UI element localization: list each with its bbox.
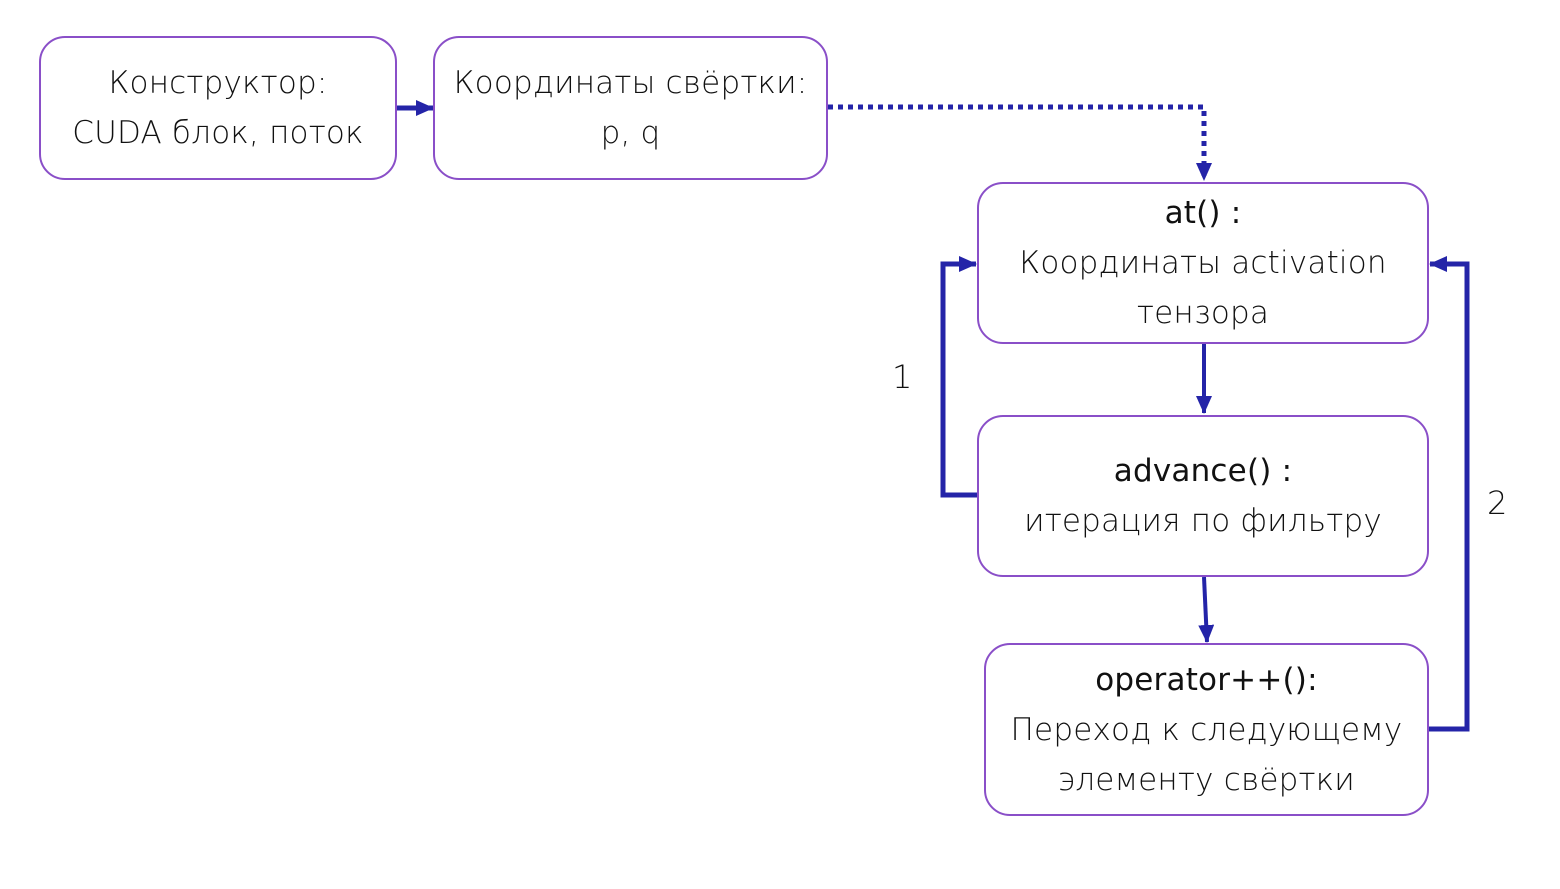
loop-label-1: 1 — [892, 358, 913, 396]
node-at: at() : Координаты activation тензора — [977, 182, 1429, 344]
node-constructor-line2: CUDA блок, поток — [72, 115, 364, 151]
node-conv-coords-line1: Координаты свёртки: — [453, 65, 808, 101]
edge-loop2-operator-to-at — [1429, 256, 1470, 732]
edge-loop1-advance-to-at — [940, 256, 978, 498]
node-conv-coords-line2: p, q — [600, 115, 661, 151]
edge-advance-to-operator — [1198, 576, 1215, 643]
node-at-line1: Координаты activation — [1019, 245, 1387, 281]
node-at-title: at() : — [1164, 195, 1242, 231]
node-constructor-line1: Конструктор: — [108, 65, 328, 101]
node-at-line2: тензора — [1136, 295, 1270, 331]
node-operator-title: operator++(): — [1095, 661, 1318, 698]
node-constructor: Конструктор: CUDA блок, поток — [39, 36, 397, 180]
node-operator-line2: элементу свёртки — [1058, 761, 1355, 798]
node-conv-coords: Координаты свёртки: p, q — [433, 36, 828, 180]
edge-conv-coords-to-at — [828, 104, 1212, 181]
node-operator: operator++(): Переход к следующему элеме… — [984, 643, 1429, 816]
node-advance: advance() : итерация по фильтру — [977, 415, 1429, 577]
node-advance-line1: итерация по фильтру — [1024, 503, 1382, 539]
node-advance-title: advance() : — [1113, 453, 1293, 489]
loop-label-2: 2 — [1487, 484, 1508, 522]
node-operator-line1: Переход к следующему — [1010, 711, 1403, 748]
